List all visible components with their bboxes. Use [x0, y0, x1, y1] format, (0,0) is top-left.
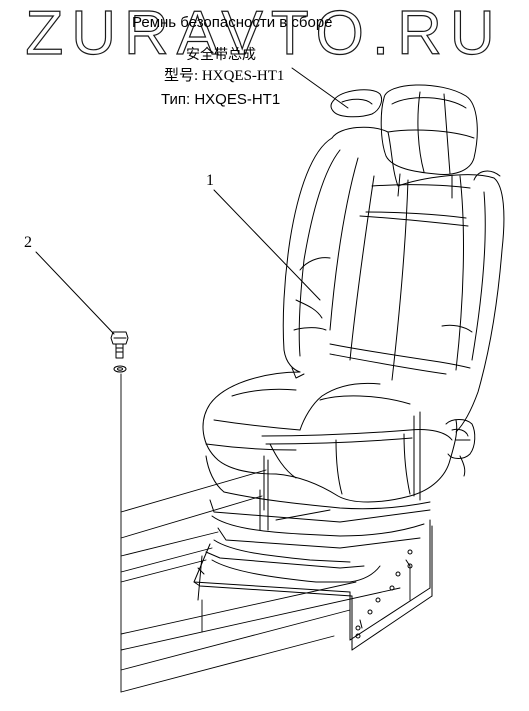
seat-cushion — [202, 367, 458, 510]
belt-guide — [330, 89, 383, 118]
seat-back — [282, 126, 505, 433]
leader-line-2 — [35, 251, 115, 335]
title-russian: Ремнь безопасности в сборе — [132, 14, 333, 31]
title-chinese: 安全带总成 — [186, 47, 256, 63]
callout-1: 1 — [206, 172, 214, 189]
type-label: Тип: HXQES-HT1 — [161, 91, 281, 108]
explosion-lines — [120, 373, 411, 693]
recliner-mechanism — [413, 411, 476, 501]
leader-lines — [35, 67, 349, 335]
model-label: 型号: HXQES-HT1 — [164, 68, 285, 84]
leader-line-1 — [213, 189, 321, 301]
headrest — [380, 84, 478, 199]
bolt-part-2 — [110, 331, 129, 373]
callout-2: 2 — [24, 234, 32, 251]
seat-base — [193, 455, 433, 651]
leader-line-title — [291, 67, 349, 109]
watermark: ZURAVTO.RU — [25, 4, 502, 60]
watermark-text: ZURAVTO.RU — [25, 4, 502, 60]
